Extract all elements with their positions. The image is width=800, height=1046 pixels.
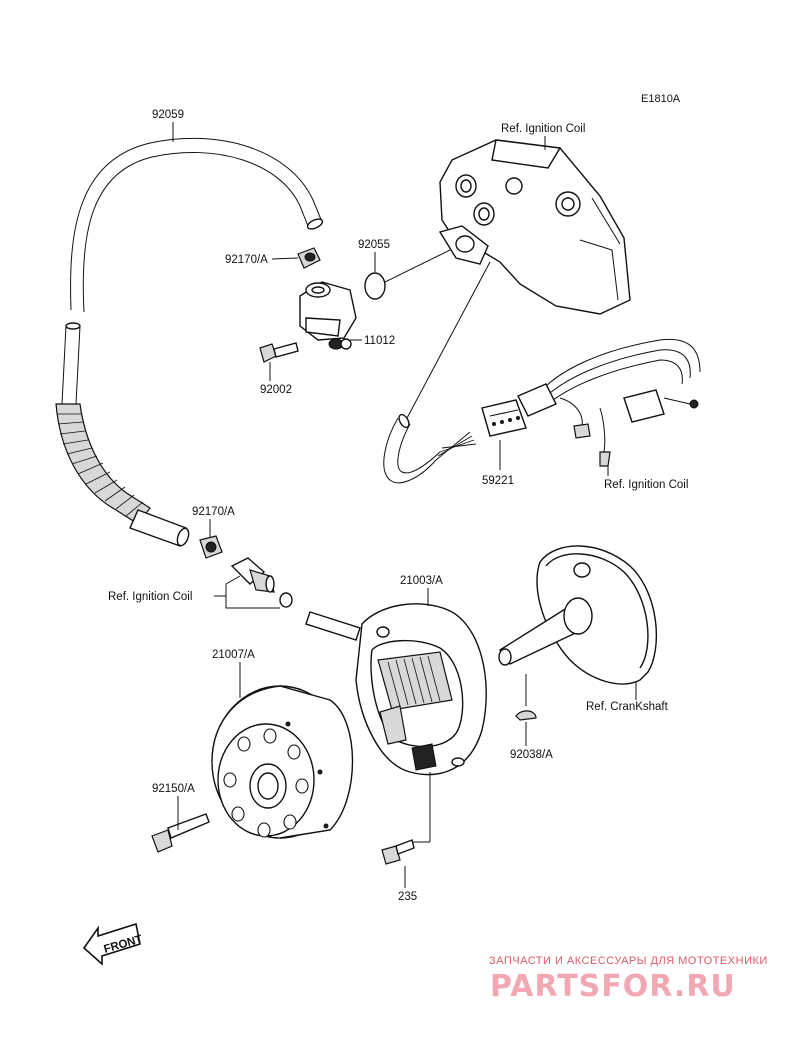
stator-21003a [305,603,487,776]
crankshaft [498,545,657,685]
ref-crankshaft: Ref. CranKshaft [586,701,669,713]
watermark-brand: PARTSFOR.RU [490,969,736,1004]
watermark-tagline: ЗАПЧАСТИ И АКСЕССУАРЫ ДЛЯ МОТОТЕХНИКИ [489,955,768,967]
wire-harness [383,261,701,484]
flywheel-21007a [211,685,354,839]
label-11012: 11012 [364,335,395,347]
label-21003a: 21003/A [400,575,443,587]
label-21007a: 21007/A [212,649,255,661]
oil-pump-11012 [299,281,357,350]
clamp-92170a-mid [199,535,223,559]
front-arrow-icon: FRONT [82,922,144,966]
o-ring-small [279,592,293,608]
bolt-92002 [259,342,299,363]
bolt-235 [381,839,415,865]
label-235: 235 [398,891,417,903]
label-92170a-mid: 92170/A [192,506,235,518]
key-92038a [515,710,537,721]
ref-ignition-coil-left: Ref. Ignition Coil [108,591,192,603]
label-92150a: 92150/A [152,783,195,795]
label-92170a-top: 92170/A [225,254,268,266]
ignition-coil-housing [438,139,631,315]
hose-fitting [230,557,275,593]
label-92002: 92002 [260,384,292,396]
label-92059: 92059 [152,109,184,121]
connector-59221 [481,399,527,437]
diagram-code: E1810A [641,93,681,105]
ref-ignition-coil-right: Ref. Ignition Coil [604,479,688,491]
ref-ignition-coil-top: Ref. Ignition Coil [501,123,585,135]
label-92038a: 92038/A [510,749,553,761]
hose-92059 [55,137,324,547]
clamp-92170a-top [297,247,321,269]
label-92055: 92055 [358,239,390,251]
bolt-92150a [151,813,210,853]
label-59221: 59221 [482,475,514,487]
o-ring-92055 [364,272,386,300]
